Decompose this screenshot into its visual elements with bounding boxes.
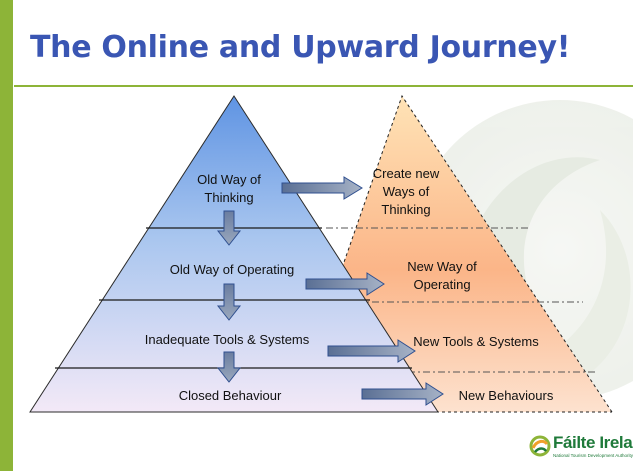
right-arrow-thinking [281,176,363,200]
right-arrow-tools [327,339,416,363]
slide-title: The Online and Upward Journey! [30,30,571,65]
old-labels: Old Way of Thinking Old Way of Operating… [145,172,310,403]
new-level-2-label-line-1: New Way of [407,259,477,274]
new-level-1-label-line-1: Create new [373,166,440,181]
down-arrows [216,210,242,383]
logo-wordmark: Fáilte Ireland [553,433,633,452]
logo-tagline: National Tourism Development Authority [553,453,633,458]
title-underline [14,85,633,87]
new-level-2-label-line-2: Operating [413,277,470,292]
down-arrow-1 [216,210,242,246]
right-arrow-operating [305,272,385,296]
old-level-1-label-line-1: Old Way of [197,172,261,187]
new-level-1-label-line-2: Ways of [383,184,430,199]
accent-side-bar [0,0,13,471]
new-level-3-label: New Tools & Systems [413,334,539,349]
old-level-4-label: Closed Behaviour [179,388,282,403]
right-arrow-behaviour [361,382,444,406]
old-level-3-label: Inadequate Tools & Systems [145,332,310,347]
old-level-1-label-line-2: Thinking [204,190,253,205]
right-arrows [281,176,444,406]
old-level-2-label: Old Way of Operating [170,262,295,277]
failte-ireland-logo: Fáilte Ireland National Tourism Developm… [529,433,633,471]
logo-emblem-icon [529,435,551,457]
new-level-4-label: New Behaviours [459,388,554,403]
down-arrow-3 [216,351,242,383]
new-level-1-label-line-3: Thinking [381,202,430,217]
down-arrow-2 [216,283,242,321]
new-labels: Create new Ways of Thinking New Way of O… [373,166,554,403]
